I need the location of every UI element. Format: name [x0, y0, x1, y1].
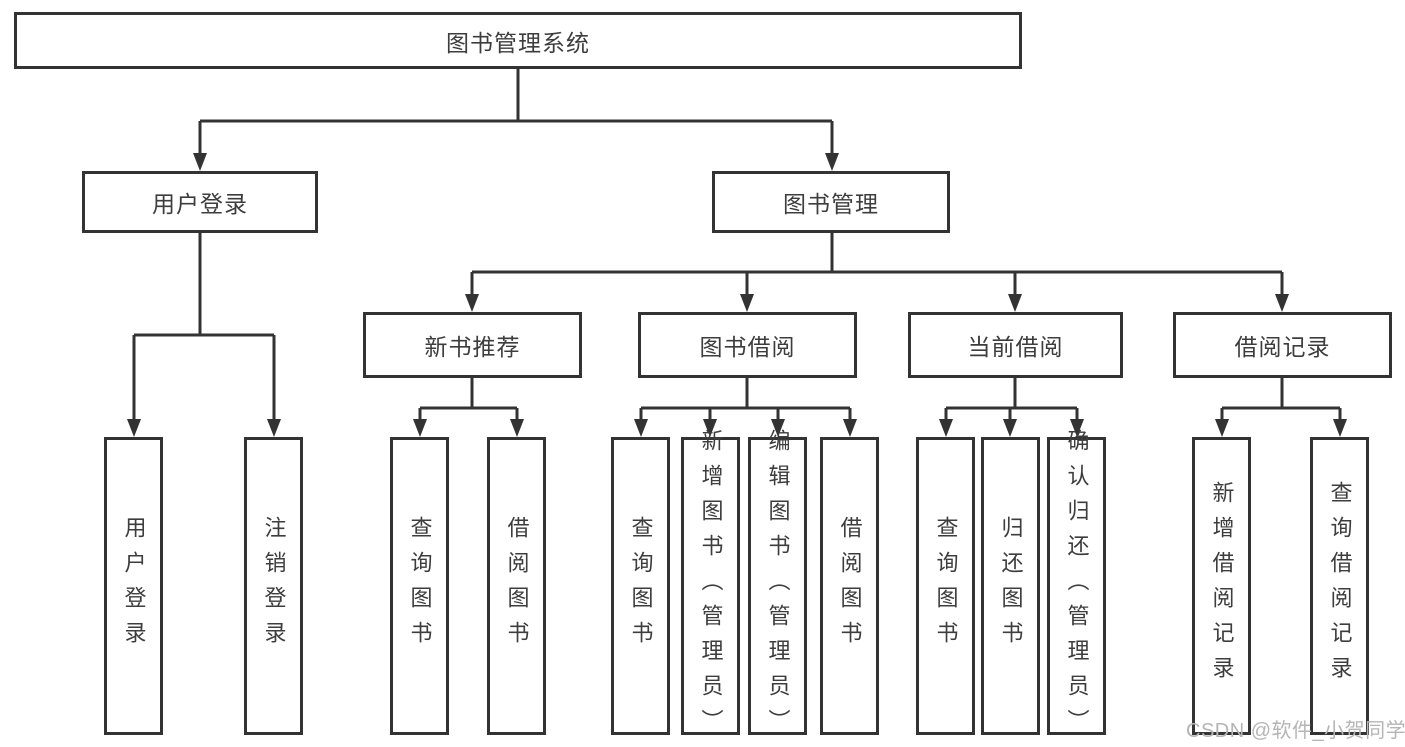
leaf-newbook-borrow-books-label: 借阅图书 [504, 516, 530, 656]
leaf-return-books-label: 归还图书 [998, 516, 1024, 656]
leaf-return-books: 归还图书 [981, 437, 1040, 735]
leaf-add-borrow-record: 新增借阅记录 [1192, 437, 1251, 735]
leaf-query-borrow-record: 查询借阅记录 [1310, 437, 1369, 735]
node-book-management-label: 图书管理 [783, 191, 879, 217]
leaf-user-login-label: 用户登录 [121, 516, 147, 656]
connector-newbook-to-leaves [413, 378, 524, 437]
leaf-logout-label: 注销登录 [261, 516, 287, 656]
leaf-user-login: 用户登录 [104, 437, 163, 735]
node-borrow-record: 借阅记录 [1173, 312, 1392, 378]
leaf-newbook-query-books: 查询图书 [390, 437, 449, 735]
leaf-confirm-return-admin-label: 确认归还（管理员） [1064, 428, 1090, 744]
leaf-newbook-query-books-label: 查询图书 [407, 516, 433, 656]
node-book-borrow: 图书借阅 [638, 312, 857, 378]
leaf-add-borrow-record-label: 新增借阅记录 [1209, 481, 1235, 691]
connector-bookborrow-to-leaves [634, 378, 857, 437]
leaf-borrow-query-books-label: 查询图书 [628, 516, 654, 656]
node-borrow-record-label: 借阅记录 [1234, 334, 1331, 360]
connector-root-to-level2 [193, 69, 839, 171]
leaf-current-query-books-label: 查询图书 [933, 516, 959, 656]
leaf-edit-books-admin: 编辑图书（管理员） [748, 429, 807, 744]
leaf-logout: 注销登录 [244, 437, 303, 735]
node-root: 图书管理系统 [14, 12, 1022, 69]
node-user-login: 用户登录 [82, 171, 318, 233]
leaf-add-books-admin: 新增图书（管理员） [681, 429, 740, 744]
node-new-book-recommend: 新书推荐 [363, 312, 582, 378]
leaf-newbook-borrow-books: 借阅图书 [487, 437, 546, 735]
node-new-book-recommend-label: 新书推荐 [424, 334, 521, 360]
leaf-borrow-books-label: 借阅图书 [837, 516, 863, 656]
leaf-borrow-books: 借阅图书 [820, 437, 879, 735]
leaf-edit-books-admin-label: 编辑图书（管理员） [765, 428, 791, 744]
node-book-borrow-label: 图书借阅 [699, 334, 796, 360]
node-user-login-label: 用户登录 [152, 191, 248, 217]
connector-userlogin-to-leaves [127, 233, 281, 437]
node-root-label: 图书管理系统 [446, 29, 590, 56]
leaf-query-borrow-record-label: 查询借阅记录 [1327, 481, 1353, 691]
connector-borrowrecord-to-leaves [1215, 378, 1347, 437]
leaf-confirm-return-admin: 确认归还（管理员） [1047, 429, 1106, 744]
node-current-borrow-label: 当前借阅 [967, 334, 1064, 360]
leaf-add-books-admin-label: 新增图书（管理员） [698, 428, 724, 744]
node-book-management: 图书管理 [712, 171, 950, 233]
leaf-borrow-query-books: 查询图书 [611, 437, 670, 735]
csdn-watermark: CSDN @软件_小贺同学 [1186, 720, 1405, 742]
connector-bookmgmt-to-level3 [465, 233, 1289, 312]
node-current-borrow: 当前借阅 [908, 312, 1123, 378]
connector-currentborrow-to-leaves [939, 378, 1084, 437]
leaf-current-query-books: 查询图书 [916, 437, 975, 735]
